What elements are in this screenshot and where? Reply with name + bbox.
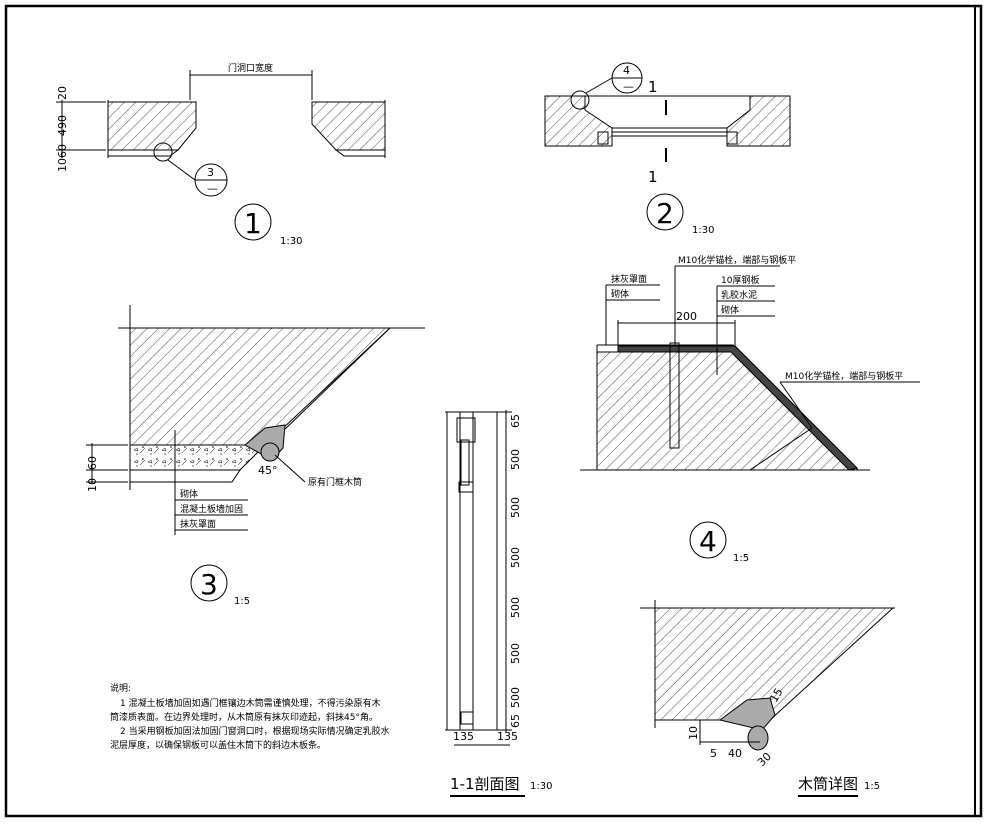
d4-right-layer-1: 10厚钢板	[721, 274, 759, 286]
d3-scale: 1:5	[234, 596, 250, 607]
d1-callout-sub: —	[207, 182, 218, 195]
d2-number: 2	[656, 197, 674, 230]
detail-3: 原有门框木筒 45° 60 10 砌体 混凝土板墙加固 抹灰罩面 3 1:5	[86, 305, 425, 607]
s-bottom-dim-1: 135	[453, 730, 474, 743]
w-scale: 1:5	[864, 781, 880, 792]
notes: 说明: 1 混凝土板墙加固如遇门框镶边木筒需谨慎处理，不得污染原有木 筒漆质表面…	[110, 682, 390, 751]
detail-2: 1 1 4 — 2 1:30	[544, 62, 791, 236]
d4-dim-200: 200	[676, 310, 697, 323]
w-title: 木筒详图	[798, 775, 858, 793]
wood-detail: 10 5 40 30 15 木筒详图 1:5	[640, 600, 895, 797]
w-dim-15: 15	[767, 686, 785, 705]
w-dim-5: 5	[710, 747, 717, 760]
detail-4: 200 M10化学锚栓，端部与钢板平 抹灰罩面 砌体 10厚钢板 乳胶水泥 砌体…	[580, 254, 920, 564]
d2-callout-num: 4	[623, 64, 630, 77]
section-1-1: 65 500 500 500 500 500 500 65 135 135 1-…	[445, 410, 552, 797]
d4-left-layer-1: 抹灰罩面	[611, 273, 647, 285]
s-scale: 1:30	[530, 781, 552, 792]
d3-layer-3: 抹灰罩面	[180, 518, 216, 530]
w-dim-40: 40	[728, 747, 742, 760]
w-dim-30: 30	[755, 750, 774, 769]
d3-dim-10: 10	[86, 478, 99, 492]
s-dim-6: 500	[509, 643, 522, 664]
notes-line-2: 筒漆质表面。在边界处理时，从木筒原有抹灰印迹起，斜抹45°角。	[110, 711, 378, 723]
d1-dim-1060: 1060	[56, 144, 69, 172]
d3-layer-2: 混凝土板墙加固	[180, 503, 243, 515]
d4-number: 4	[699, 525, 717, 558]
s-dim-7: 500	[509, 687, 522, 708]
detail-1: 门洞口宽度 20 490 1060 3 — 1 1:30	[56, 62, 386, 247]
d2-scale: 1:30	[692, 225, 714, 236]
d4-scale: 1:5	[733, 553, 749, 564]
d3-layer-1: 砌体	[180, 488, 198, 500]
notes-line-3: 2 当采用钢板加固法加固门窗洞口时，根据现场实际情况确定乳胶水	[120, 725, 390, 737]
notes-line-1: 1 混凝土板墙加固如遇门框镶边木筒需谨慎处理，不得污染原有木	[120, 697, 381, 709]
d4-right-layer-2: 乳胶水泥	[721, 289, 757, 301]
d4-right-layer-3: 砌体	[721, 304, 739, 316]
d4-left-layer-2: 砌体	[611, 288, 629, 300]
sheet-frame	[4, 4, 983, 818]
d3-number: 3	[200, 568, 218, 601]
d1-scale: 1:30	[280, 236, 302, 247]
notes-line-4: 泥层厚度，以确保钢板可以盖住木筒下的斜边木板条。	[110, 739, 326, 751]
notes-heading: 说明:	[110, 682, 131, 694]
s-dim-4: 500	[509, 547, 522, 568]
d4-anchor-side: M10化学锚栓，端部与钢板平	[785, 370, 903, 382]
d1-number: 1	[244, 207, 262, 240]
d1-dim-490: 490	[56, 115, 69, 136]
d2-section-mark-top: 1	[648, 78, 658, 96]
s-dim-1: 65	[509, 414, 522, 428]
d1-dim-20: 20	[56, 86, 69, 100]
d2-callout-sub: —	[623, 80, 634, 93]
d1-top-dim: 门洞口宽度	[228, 62, 273, 74]
w-dim-10: 10	[687, 726, 700, 740]
s-dim-5: 500	[509, 597, 522, 618]
d3-dim-60: 60	[86, 456, 99, 470]
d3-dim-45: 45°	[258, 464, 278, 477]
s-title: 1-1剖面图	[450, 775, 520, 793]
s-bottom-dim-2: 135	[497, 730, 518, 743]
d4-anchor-top: M10化学锚栓，端部与钢板平	[678, 254, 796, 266]
d3-frame-label: 原有门框木筒	[308, 476, 362, 488]
d2-section-mark-bottom: 1	[648, 168, 658, 186]
s-dim-2: 500	[509, 449, 522, 470]
s-dim-8: 65	[509, 714, 522, 728]
d1-callout-num: 3	[207, 166, 214, 179]
s-dim-3: 500	[509, 497, 522, 518]
